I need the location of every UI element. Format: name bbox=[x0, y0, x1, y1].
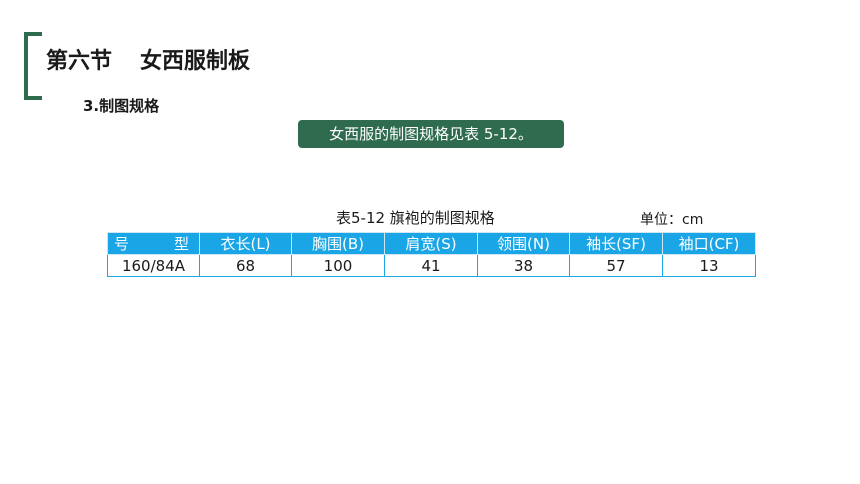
header-cell-sleeve-length: 袖长(SF) bbox=[569, 232, 663, 255]
header-cell-neck: 领围(N) bbox=[477, 232, 570, 255]
table-caption: 表5-12 旗袍的制图规格 bbox=[336, 209, 495, 227]
table-cell: 38 bbox=[477, 254, 570, 277]
header-cell-length: 衣长(L) bbox=[199, 232, 292, 255]
title-bracket-decoration bbox=[24, 32, 42, 100]
section-number: 第六节 bbox=[46, 49, 113, 74]
table-header-row: 号 型 衣长(L) 胸围(B) 肩宽(S) 领围(N) 袖长(SF) 袖口(CF… bbox=[107, 232, 756, 255]
table-cell: 13 bbox=[662, 254, 756, 277]
table-cell: 41 bbox=[384, 254, 478, 277]
table-row: 160/84A 68 100 41 38 57 13 bbox=[107, 254, 756, 277]
table-cell: 100 bbox=[291, 254, 385, 277]
subsection-heading: 3.制图规格 bbox=[83, 97, 160, 115]
section-title: 女西服制板 bbox=[140, 49, 251, 74]
header-cell-size: 号 型 bbox=[107, 232, 200, 255]
header-cell-bust: 胸围(B) bbox=[291, 232, 385, 255]
table-cell: 68 bbox=[199, 254, 292, 277]
spec-table: 号 型 衣长(L) 胸围(B) 肩宽(S) 领围(N) 袖长(SF) 袖口(CF… bbox=[107, 232, 756, 277]
note-banner: 女西服的制图规格见表 5-12。 bbox=[298, 120, 564, 148]
table-cell: 57 bbox=[569, 254, 663, 277]
header-cell-shoulder: 肩宽(S) bbox=[384, 232, 478, 255]
table-cell: 160/84A bbox=[107, 254, 200, 277]
header-cell-cuff: 袖口(CF) bbox=[662, 232, 756, 255]
page-title: 第六节 女西服制板 bbox=[46, 48, 250, 76]
table-unit: 单位：cm bbox=[640, 212, 704, 228]
